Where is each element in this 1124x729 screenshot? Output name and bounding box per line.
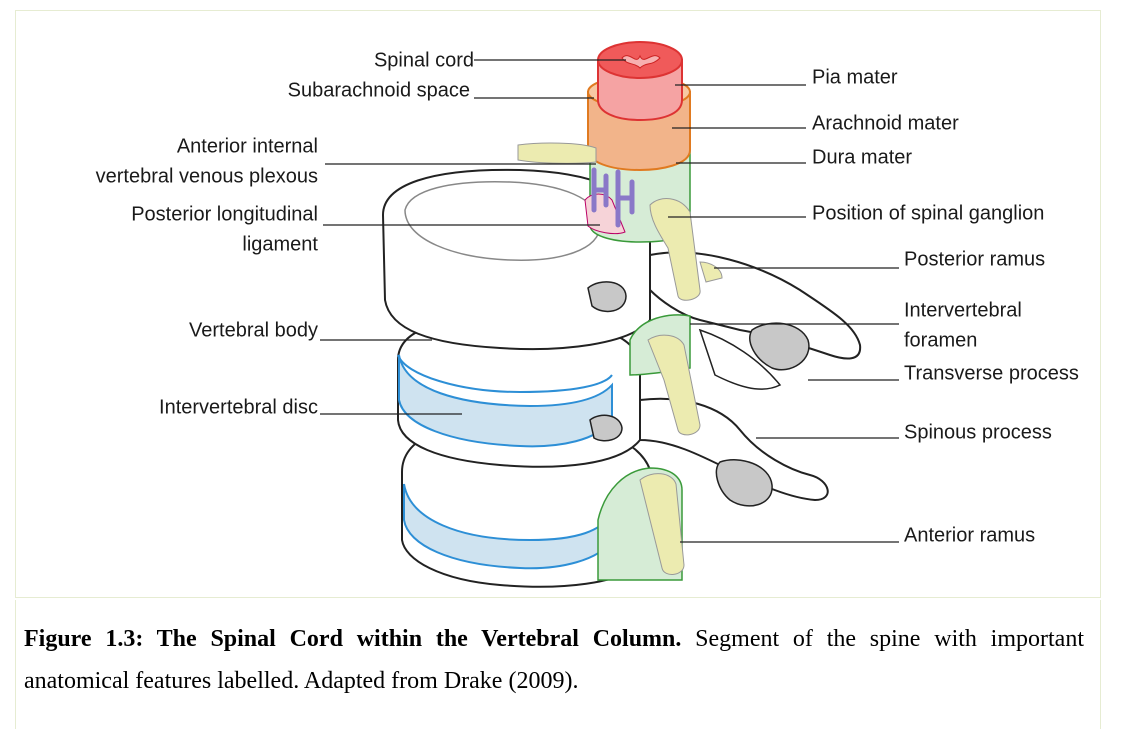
label-posterior-longitudinal-2: ligament xyxy=(242,233,318,255)
caption-title: Figure 1.3: The Spinal Cord within the V… xyxy=(24,626,681,652)
label-anterior-internal-2: vertebral venous plexous xyxy=(96,165,318,187)
caption-border-right xyxy=(1100,600,1101,729)
label-dura-mater: Dura mater xyxy=(812,146,912,168)
label-intervertebral-foramen-1: Intervertebral xyxy=(904,299,1022,321)
label-pia-mater: Pia mater xyxy=(812,66,898,88)
label-anterior-ramus: Anterior ramus xyxy=(904,524,1035,546)
label-subarachnoid-space: Subarachnoid space xyxy=(288,79,470,101)
spinal-cord-diagram: Spinal cord Subarachnoid space Anterior … xyxy=(0,0,1124,600)
label-transverse-process: Transverse process xyxy=(904,362,1079,384)
label-spinal-ganglion: Position of spinal ganglion xyxy=(812,202,1044,224)
label-spinous-process: Spinous process xyxy=(904,421,1052,443)
label-anterior-internal-1: Anterior internal xyxy=(177,135,318,157)
label-posterior-longitudinal-1: Posterior longitudinal xyxy=(131,203,318,225)
label-intervertebral-disc: Intervertebral disc xyxy=(159,396,318,418)
label-spinal-cord: Spinal cord xyxy=(374,49,474,71)
label-posterior-ramus: Posterior ramus xyxy=(904,248,1045,270)
label-arachnoid-mater: Arachnoid mater xyxy=(812,112,959,134)
label-intervertebral-foramen-2: foramen xyxy=(904,329,977,351)
caption-border-left xyxy=(15,600,16,729)
figure-caption: Figure 1.3: The Spinal Cord within the V… xyxy=(24,618,1084,702)
label-vertebral-body: Vertebral body xyxy=(189,319,318,341)
